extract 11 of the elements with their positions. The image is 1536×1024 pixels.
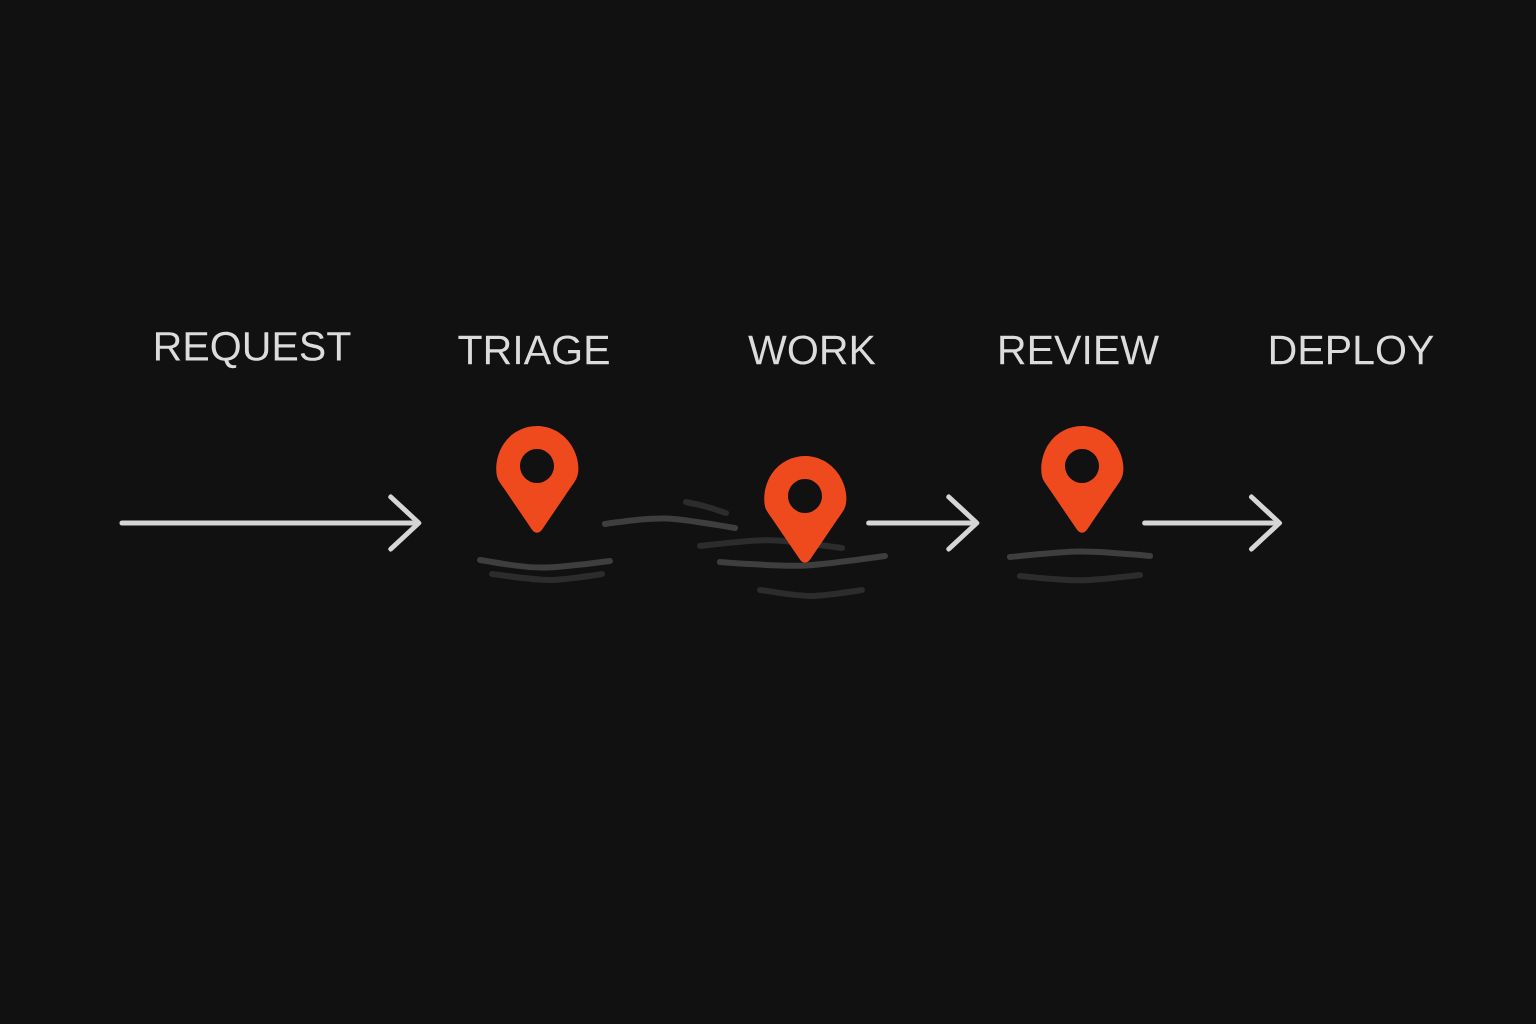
- map-pin: [764, 456, 847, 563]
- stage-label: DEPLOY: [1270, 335, 1434, 365]
- arrow: [866, 494, 980, 552]
- stage-label: TRIAGE: [458, 335, 609, 365]
- map-pin: [496, 426, 579, 533]
- arrow: [119, 494, 422, 552]
- map-pin: [1041, 426, 1124, 533]
- arrow: [1142, 494, 1282, 552]
- stage-label: REQUEST: [156, 331, 351, 369]
- stage-label: WORK: [748, 335, 876, 365]
- stage-label: REVIEW: [1000, 335, 1159, 365]
